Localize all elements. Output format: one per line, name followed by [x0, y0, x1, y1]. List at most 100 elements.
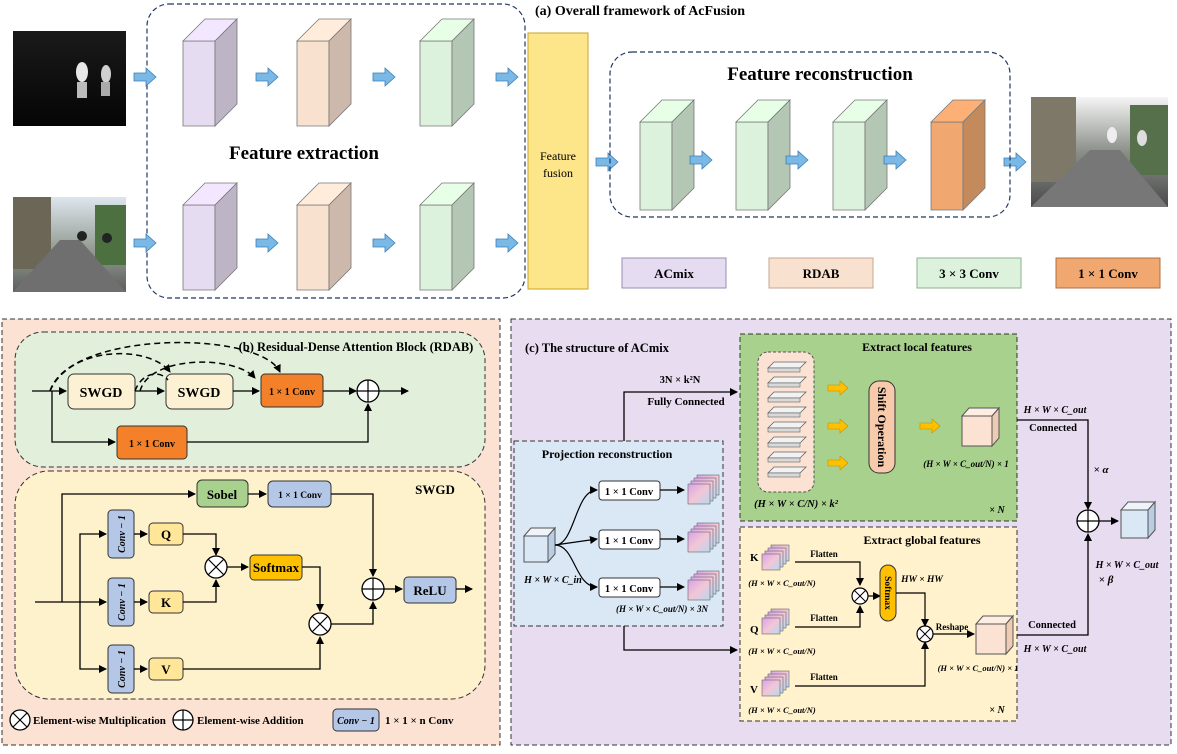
global-title: Extract global features	[863, 533, 980, 547]
kqv-stack-1	[761, 544, 790, 571]
conv3-cube-row1	[419, 18, 475, 127]
proj-conv-c-label: 1 × 1 Conv	[605, 584, 654, 595]
panel-b: (b) Residual-Dense Attention Block (RDAB…	[1, 318, 501, 746]
feature-fusion-block	[527, 32, 589, 290]
acmix-cube-row2	[182, 182, 238, 291]
orange-arrow-3	[827, 455, 849, 471]
acmix-cube-row1	[182, 18, 238, 127]
flow-arrow-12	[883, 150, 907, 170]
feature-fusion-label-1: Feature	[540, 149, 576, 163]
fc-dims: 3N × k²N	[660, 375, 701, 386]
local-title: Extract local features	[862, 340, 972, 354]
beta-label: × β	[1099, 574, 1114, 586]
conv-legend-box-label: Conv − 1	[337, 716, 375, 727]
global-k-label: K	[750, 552, 759, 564]
conv-minus1-k: Conv − 1	[107, 577, 135, 627]
global-mult-icon-2	[916, 625, 934, 643]
shift-plate-4	[767, 406, 807, 414]
relu-label: ReLU	[413, 583, 447, 598]
swgd-add-icon	[361, 577, 385, 601]
conv-minus1-q-label: Conv − 1	[117, 515, 128, 553]
flow-arrow-8	[495, 233, 519, 253]
global-out-cube	[974, 614, 1015, 656]
feature-extraction-label: Feature extraction	[229, 143, 379, 164]
visible-image	[13, 197, 126, 292]
global-xn: × N	[989, 705, 1005, 716]
shift-operation-block	[868, 380, 896, 474]
proj-feature-stack-2	[687, 522, 720, 553]
global-softmax-label: Softmax	[882, 576, 892, 610]
proj-conv-b-label: 1 × 1 Conv	[605, 536, 654, 547]
recon-conv1-cube	[930, 99, 986, 211]
orange-arrow-1	[827, 380, 849, 396]
swgd-mult-icon-2	[308, 612, 332, 636]
shift-plate-5	[767, 421, 807, 429]
proj-feature-stack-1	[687, 474, 720, 505]
flow-arrow-5	[372, 67, 396, 87]
recon-conv3-cube-2	[735, 99, 791, 211]
swgd-label-1: SWGD	[80, 386, 123, 401]
hwhw-label: HW × HW	[900, 575, 943, 585]
flatten-v: Flatten	[810, 672, 838, 682]
alpha-label: × α	[1093, 464, 1109, 476]
legend-rdab-swatch	[768, 257, 874, 289]
global-out-dims: (H × W × C_out/N) × 1	[938, 663, 1019, 673]
feature-reconstruction-box	[609, 51, 1011, 218]
flow-arrow-13	[1003, 152, 1027, 172]
final-out-cube	[1119, 500, 1157, 540]
flatten-k: Flatten	[810, 549, 838, 559]
feature-extraction-box	[146, 3, 526, 299]
feature-reconstruction-label: Feature reconstruction	[727, 64, 913, 85]
flow-arrow-7	[495, 67, 519, 87]
final-add-icon	[1076, 509, 1100, 533]
input-cube	[522, 526, 557, 564]
legend-conv1-swatch	[1055, 257, 1161, 289]
projection-title: Projection reconstruction	[542, 447, 673, 461]
swgd-mult-icon-1	[204, 555, 228, 579]
panel-a-title: (a) Overall framework of AcFusion	[535, 4, 745, 19]
reshape-label: Reshape	[936, 622, 969, 632]
recon-conv3-cube-1	[639, 99, 695, 211]
orange-arrow-2	[827, 418, 849, 434]
connected-bottom: Connected	[1028, 620, 1076, 631]
mult-legend-label: Element-wise Multiplication	[33, 715, 166, 727]
conv3-cube-row2	[419, 182, 475, 291]
conv-minus1-v-label: Conv − 1	[117, 650, 128, 688]
flow-arrow-1	[133, 67, 157, 87]
q-dims: (H × W × C_out/N)	[748, 646, 816, 656]
panel-a: (a) Overall framework of AcFusion Featur…	[13, 3, 1168, 299]
top-dims: H × W × C_out	[1023, 405, 1088, 416]
flatten-q: Flatten	[810, 613, 838, 623]
swgd-label-2: SWGD	[178, 386, 221, 401]
legend-rdab: RDAB	[803, 266, 840, 281]
shift-plate-8	[767, 466, 807, 474]
add-legend: Element-wise Addition	[172, 709, 304, 731]
swgd-softmax-label: Softmax	[253, 560, 300, 575]
proj-out-dims: (H × W × C_out/N) × 3N	[616, 604, 709, 614]
flow-arrow-3	[255, 67, 279, 87]
flow-arrow-9	[595, 152, 619, 172]
legend-conv1: 1 × 1 Conv	[1078, 266, 1138, 281]
shift-plate-2	[767, 376, 807, 384]
bottom-dims: H × W × C_out	[1023, 644, 1088, 655]
panel-c-title: (c) The structure of ACmix	[525, 341, 670, 355]
fully-connected-label: Fully Connected	[647, 396, 724, 408]
legend-acmix: ACmix	[654, 266, 694, 281]
sobel-label: Sobel	[207, 487, 238, 502]
flow-arrow-4	[255, 233, 279, 253]
flow-arrow-10	[689, 150, 713, 170]
conv-minus1-k-label: Conv − 1	[117, 583, 128, 621]
swgd-k-label: K	[161, 595, 172, 610]
local-in-dims: (H × W × C/N) × k²	[754, 499, 839, 510]
v-dims: (H × W × C_out/N)	[748, 705, 816, 715]
shift-plate-7	[767, 451, 807, 459]
kqv-stack-2	[761, 608, 790, 635]
shift-operation-label: Shift Operation	[875, 387, 889, 468]
rdab-cube-row1	[296, 18, 352, 127]
k-dims: (H × W × C_out/N)	[748, 578, 816, 588]
global-v-label: V	[750, 684, 758, 696]
legend-conv3: 3 × 3 Conv	[939, 266, 999, 281]
out-dims: H × W × C_out	[1095, 560, 1160, 571]
